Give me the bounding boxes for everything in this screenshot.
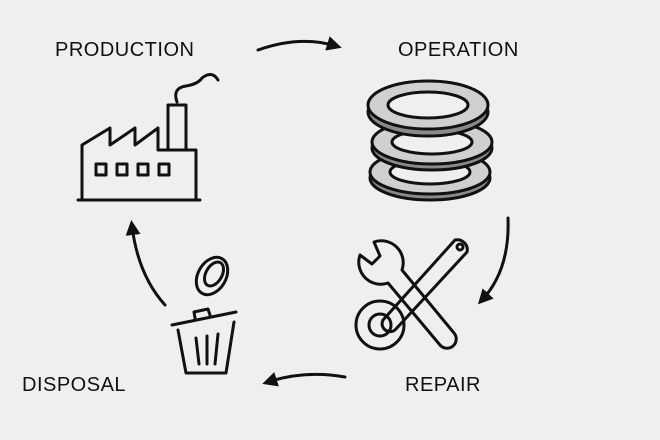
arrow-operation-to-repair: [477, 216, 510, 305]
factory-icon: [76, 73, 220, 202]
arrow-repair-to-disposal: [262, 372, 347, 387]
stage-label-repair: REPAIR: [405, 374, 481, 396]
rings-icon: [366, 79, 494, 202]
stage-label-production: PRODUCTION: [55, 39, 194, 61]
wrench-icon: [354, 238, 469, 351]
arrow-production-to-operation: [256, 36, 342, 52]
arrow-disposal-to-production: [125, 220, 167, 307]
stage-label-operation: OPERATION: [398, 39, 519, 61]
stage-label-disposal: DISPOSAL: [22, 374, 126, 396]
trash-can-icon: [170, 255, 238, 375]
